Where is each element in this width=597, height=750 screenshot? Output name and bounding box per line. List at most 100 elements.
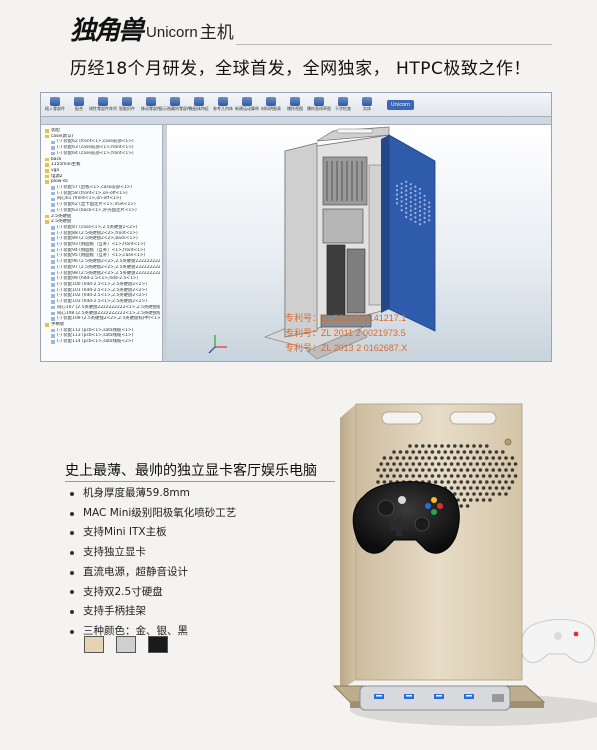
pane-splitter[interactable]	[163, 125, 167, 361]
tree-item[interactable]: plow-dc	[45, 179, 160, 185]
tree-item[interactable]: (-) 装配95 (侧面板（互补）<1>,case<1>)	[45, 253, 160, 259]
tree-item[interactable]: 1155mini主板	[45, 162, 160, 168]
tree-item[interactable]: (-) 装配109 (2.5英硬盘2<2>,2.5英硬盘标(中)<1>)	[45, 316, 160, 322]
tree-item[interactable]: vga	[45, 168, 160, 174]
tree-item[interactable]: (-) 装配100 (hdd-2.5<1>,2.5英硬盘2<2>)	[45, 282, 160, 288]
tree-item[interactable]: (-) 装配89 (2.5英硬盘2<2>,back<1>)	[45, 236, 160, 242]
bullet-icon	[70, 550, 74, 555]
bullet-icon	[70, 491, 74, 496]
tree-item-label: (-) 装配57 (后板<1>,case前部<1>)	[57, 185, 132, 191]
toolbar-button[interactable]: 插入零部件	[45, 96, 65, 113]
feature-list: 机身厚度最薄59.8mm MAC Mini级别阳极氧化喷砂工艺 支持Mini I…	[70, 484, 236, 642]
toolbar-button[interactable]: 干涉检查	[335, 96, 351, 113]
mate-icon	[51, 231, 55, 236]
tree-item[interactable]: (-) 装配101 (hdd-2.5<1>,2.5英硬盘2<2>)	[45, 288, 160, 294]
mate-icon	[51, 340, 55, 344]
tree-item-label: (-) 装配113 (pcb<1>,sata线缆<1>)	[57, 333, 134, 339]
tree-item[interactable]: (-) 装配96 (2.5英硬盘2<2>,2.5英硬盘2222222222)	[45, 259, 160, 265]
list-item: 支持Mini ITX主板	[70, 523, 236, 543]
list-item: 支持双2.5寸硬盘	[70, 583, 236, 603]
tree-item[interactable]: (-) 装配64 (case前部<1>,front<1>)	[45, 151, 160, 157]
tree-item[interactable]: (-) 装配102 (hdd-2.5<1>,2.5英硬盘2<2>)	[45, 293, 160, 299]
tree-item[interactable]: (-) 装配63 (case前部<1>,front<1>)	[45, 145, 160, 151]
tree-item[interactable]: (-) 装配114 (pcb<1>,sata线缆<2>)	[45, 339, 160, 345]
toolbar-button-label: 参考几何体	[213, 105, 233, 111]
tree-item[interactable]: (-) 装配87 (case<1>,2.5英硬盘2<2>)	[45, 225, 160, 231]
tree-item[interactable]: 装配	[45, 128, 160, 134]
toolbar-button[interactable]: 新建运动算例	[235, 96, 259, 113]
toolbar-tool-icon	[194, 96, 204, 106]
toolbar-button[interactable]: 智能扣件	[119, 96, 135, 113]
toolbar-button[interactable]: 配合	[71, 96, 87, 113]
toolbar-button[interactable]: 线性零部件阵列	[89, 96, 117, 113]
tree-item-label: (-) 装配103 (hdd-2.5<1>,2.5英硬盘2<2>)	[57, 299, 147, 305]
tree-item[interactable]: 2.5英硬盘	[45, 219, 160, 225]
patent-number-1: 专利号：ZL 2010 2 0141217.1	[285, 313, 407, 323]
tree-item-label: (-) 装配98 (2.5英硬盘2<2>,2.5英硬盘222222222222)	[57, 270, 160, 276]
tree-item[interactable]: 电源2	[45, 174, 160, 180]
tree-item[interactable]: (-) 装配57 (后板<1>,case前部<1>)	[45, 185, 160, 191]
bullet-icon	[70, 610, 74, 615]
tree-item-label: case(默认)	[51, 133, 74, 139]
tree-item-label: (-) 装配100 (hdd-2.5<1>,2.5英硬盘2<2>)	[57, 281, 147, 287]
tree-item-label: (-) 装配97 (2.5英硬盘2<2>,2.5英硬盘2222222222)	[57, 264, 160, 270]
tree-item-label: (-) 装配94 (侧面板（互补）<1>,front<1>)	[57, 247, 146, 253]
tree-item[interactable]: 同心107 (2.5英硬盘2222222222<1>,2.5英硬盘标)	[45, 305, 160, 311]
headline: 历经18个月研发，全球首发，全网独家， HTPC极致之作！	[70, 59, 531, 79]
mate-icon	[51, 146, 55, 150]
toolbar-button[interactable]: 材料明细表	[261, 96, 281, 113]
toolbar-button[interactable]: 参考几何体	[213, 96, 233, 113]
tree-item[interactable]: back	[45, 157, 160, 163]
bullet-icon	[70, 531, 74, 536]
toolbar-tool-icon	[74, 96, 84, 106]
list-item: 支持独立显卡	[70, 543, 236, 563]
tree-item[interactable]: (-) 装配93 (侧面板（互补）<1>,front<1>)	[45, 242, 160, 248]
tree-item[interactable]: (-) 装配99 (hdd-2.5<1>,hdd-2.5<1>)	[45, 276, 160, 282]
tree-item[interactable]: (-) 装配58 (front<1>,on-off<1>)	[45, 191, 160, 197]
tree-item[interactable]: (-) 装配62 (front<1>,case前部<1>)	[45, 139, 160, 145]
tree-item-label: 1155mini主板	[51, 162, 81, 168]
folder-icon	[45, 163, 49, 167]
toolbar-tool-icon	[314, 96, 324, 106]
mate-icon	[51, 254, 55, 259]
tree-item-label: (-) 装配64 (case前部<1>,front<1>)	[57, 150, 134, 156]
tree-item[interactable]: 手柄架	[45, 322, 160, 328]
bullet-icon	[70, 511, 74, 516]
tree-item-label: (-) 装配109 (2.5英硬盘2<2>,2.5英硬盘标(中)<1>)	[57, 316, 160, 322]
tab-document[interactable]: Unicorn	[387, 99, 415, 110]
tree-item[interactable]: (-) 装配98 (2.5英硬盘2<2>,2.5英硬盘222222222222)	[45, 271, 160, 277]
tree-item[interactable]: 同心108 (2.5英硬盘2222222222<1>,2.5英硬盘标)	[45, 311, 160, 317]
toolbar-button[interactable]: 装配体特征	[189, 96, 209, 113]
tree-item[interactable]: (-) 装配103 (hdd-2.5<1>,2.5英硬盘2<2>)	[45, 299, 160, 305]
tree-item[interactable]: (-) 装配62 (显卡固定片<1>,VGA<1>)	[45, 202, 160, 208]
toolbar-button[interactable]: 实体	[359, 96, 375, 113]
toolbar-button[interactable]: 显示隐藏的零部件	[159, 96, 191, 113]
toolbar-tool-icon	[50, 96, 60, 106]
toolbar-button[interactable]: 爆炸直线草图	[307, 96, 331, 113]
tree-item[interactable]: 同心61 (front<1>,on-off<1>)	[45, 196, 160, 202]
mate-icon	[51, 305, 55, 310]
toolbar-button-label: 装配体特征	[189, 105, 209, 111]
tree-item[interactable]: case(默认)	[45, 134, 160, 140]
tree-item-label: (-) 装配114 (pcb<1>,sata线缆<2>)	[57, 339, 134, 345]
mate-icon	[51, 203, 55, 207]
bullet-icon	[70, 629, 74, 634]
tree-item[interactable]: (-) 装配113 (pcb<1>,sata线缆<1>)	[45, 333, 160, 339]
color-swatches	[84, 636, 168, 653]
list-item: MAC Mini级别阳极氧化喷砂工艺	[70, 504, 236, 524]
brand-logo: 独角兽	[70, 16, 144, 46]
tree-item-label: plow-dc	[51, 179, 69, 185]
tree-item[interactable]: 2.5英硬盘	[45, 214, 160, 220]
tree-item[interactable]: (-) 装配63 (back<1>,外壳固定片<1>)	[45, 208, 160, 214]
toolbar-button[interactable]: 爆炸视图	[287, 96, 303, 113]
tree-item[interactable]: (-) 装配112 (pcb<1>,sata线缆<1>)	[45, 328, 160, 334]
tree-item[interactable]: (-) 装配88 (2.5英硬盘2<2>,front<1>)	[45, 231, 160, 237]
toolbar-button-label: 实体	[363, 105, 371, 111]
toolbar-button-label: 配合	[75, 105, 83, 111]
toolbar-button[interactable]: 移动零部件	[141, 96, 161, 113]
tree-item[interactable]: (-) 装配94 (侧面板（互补）<1>,front<1>)	[45, 248, 160, 254]
toolbar-tool-icon	[218, 96, 228, 106]
tree-item[interactable]: (-) 装配97 (2.5英硬盘2<2>,2.5英硬盘2222222222)	[45, 265, 160, 271]
tree-item-label: 2.5英硬盘	[51, 219, 72, 225]
